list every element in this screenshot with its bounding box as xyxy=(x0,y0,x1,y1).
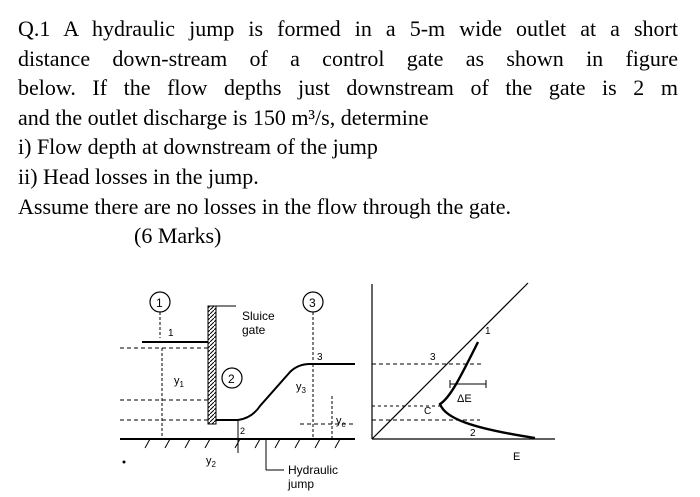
depth-yc: yc xyxy=(331,396,346,438)
svg-text:2: 2 xyxy=(240,426,245,436)
jump-label-line2: jump xyxy=(287,477,314,491)
specific-energy-diagram: ΔE C E 1 3 2 xyxy=(371,282,555,463)
critical-point-label: C xyxy=(424,406,431,417)
svg-text:2: 2 xyxy=(228,372,235,386)
depth-y3: y3 xyxy=(296,364,314,438)
svg-text:1: 1 xyxy=(156,296,163,310)
section-marker-3: 3 xyxy=(302,291,324,362)
level-mark-3: 3 xyxy=(317,352,323,363)
svg-text:yc: yc xyxy=(336,415,346,429)
depth-y1: y1 xyxy=(161,348,185,438)
energy-mark-1: 1 xyxy=(485,326,491,337)
question-line-5: i) Flow depth at downstream of the jump xyxy=(18,134,378,160)
hydraulic-jump-figure: Sluice gate 1 1 2 3 3 y1 2 y2 y3 xyxy=(120,282,555,491)
reference-lines xyxy=(120,399,355,425)
marks-label: (6 Marks) xyxy=(134,223,222,249)
svg-text:3: 3 xyxy=(309,296,316,310)
sluice-label-line2: gate xyxy=(242,323,266,337)
svg-text:1: 1 xyxy=(168,328,174,339)
depth-y2: 2 y2 xyxy=(206,420,245,469)
question-text: Q.1 A hydraulic jump is formed in a 5-m … xyxy=(18,14,678,251)
sluice-gate xyxy=(207,305,217,425)
energy-axis-label: E xyxy=(513,451,520,463)
sluice-label-line1: Sluice xyxy=(242,309,275,323)
section-marker-1: 1 1 xyxy=(149,291,174,339)
section-marker-2: 2 xyxy=(221,367,243,389)
question-line-3: below. If the flow depths just downstrea… xyxy=(18,75,678,101)
energy-mark-2: 2 xyxy=(470,428,476,439)
question-line-2: distance down-stream of a control gate a… xyxy=(18,45,678,71)
svg-text:y3: y3 xyxy=(296,381,307,395)
svg-text:y2: y2 xyxy=(206,455,217,469)
upstream-water-surface xyxy=(120,341,208,349)
question-line-7: Assume there are no losses in the flow t… xyxy=(18,193,512,219)
svg-text:y1: y1 xyxy=(174,375,185,389)
delta-e-label: ΔE xyxy=(457,393,472,405)
question-line-4: and the outlet discharge is 150 m³/s, de… xyxy=(18,104,429,130)
question-line-6: ii) Head losses in the jump. xyxy=(18,163,259,189)
jump-label-line1: Hydraulic xyxy=(288,463,338,477)
question-line-1: Q.1 A hydraulic jump is formed in a 5-m … xyxy=(18,16,678,41)
energy-mark-3: 3 xyxy=(430,352,436,363)
water-profile xyxy=(216,363,355,421)
